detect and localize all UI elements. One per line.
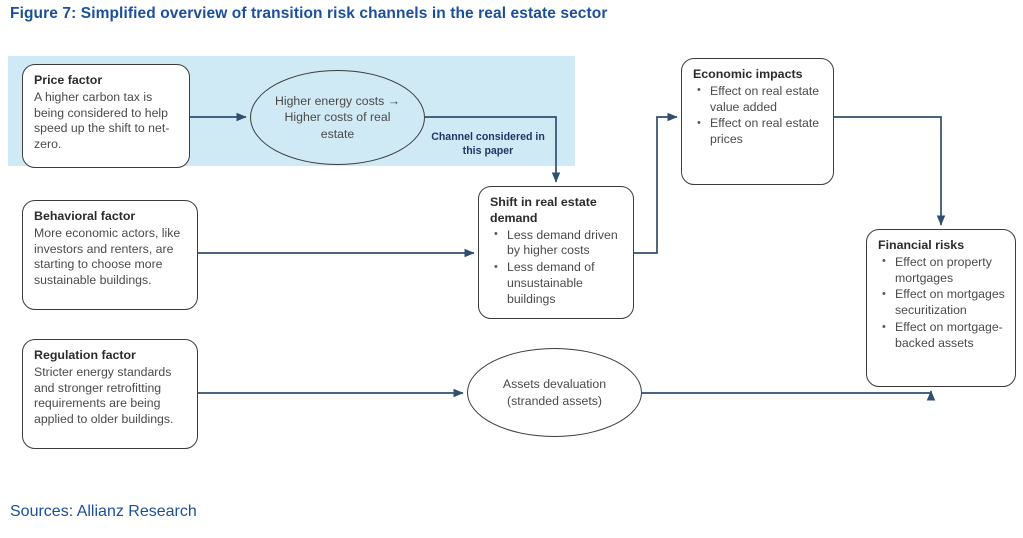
node-title: Shift in real estate demand [490,195,597,225]
node-title: Economic impacts [693,67,803,81]
list-item: Less demand driven by higher costs [490,227,623,260]
node-label: Assets devaluation (stranded assets) [502,377,607,408]
node-energy-costs[interactable]: Higher energy costs → Higher costs of re… [250,70,425,165]
sources-label: Sources: Allianz Research [10,503,197,520]
node-description: More economic actors, like investors and… [34,225,181,288]
node-shift-demand[interactable]: Shift in real estate demand Less demand … [478,186,634,319]
channel-considered-note: Channel considered in this paper [431,131,545,158]
node-title: Financial risks [878,238,965,252]
page-title: Figure 7: Simplified overview of transit… [10,5,608,22]
node-assets-devaluation[interactable]: Assets devaluation (stranded assets) [467,348,642,437]
node-description: A higher carbon tax is being considered … [34,89,170,152]
list-item: Effect on mortgages securitization [878,287,1005,319]
node-label: Higher energy costs → Higher costs of re… [274,93,401,141]
list-item: Effect on mortgage-backed assets [878,320,1005,352]
list-item: Effect on real estate value added [693,83,823,116]
node-title: Price factor [34,73,103,87]
list-item: Effect on property mortgages [878,254,1005,287]
node-title: Regulation factor [34,348,136,362]
list-item: Effect on real estate prices [693,116,823,148]
node-bullet-list: Effect on real estate value addedEffect … [693,83,823,148]
connector-economic-to-financial [834,116,946,226]
list-item: Less demand of unsustainable buildings [490,260,623,308]
connector-assets-to-financial [642,390,936,401]
node-title: Behavioral factor [34,209,136,223]
connector-energy-to-shift [425,116,561,183]
node-description: Stricter energy standards and stronger r… [34,364,174,427]
node-bullet-list: Effect on property mortgagesEffect on mo… [878,254,1005,352]
node-behavioral-factor[interactable]: Behavioral factor More economic actors, … [22,200,198,310]
node-financial-risks[interactable]: Financial risks Effect on property mortg… [866,229,1016,387]
connector-shift-to-economic [634,112,678,254]
node-price-factor[interactable]: Price factor A higher carbon tax is bein… [22,64,190,168]
node-bullet-list: Less demand driven by higher costsLess d… [490,227,623,308]
node-economic-impacts[interactable]: Economic impacts Effect on real estate v… [681,58,834,185]
node-regulation-factor[interactable]: Regulation factor Stricter energy standa… [22,339,198,449]
